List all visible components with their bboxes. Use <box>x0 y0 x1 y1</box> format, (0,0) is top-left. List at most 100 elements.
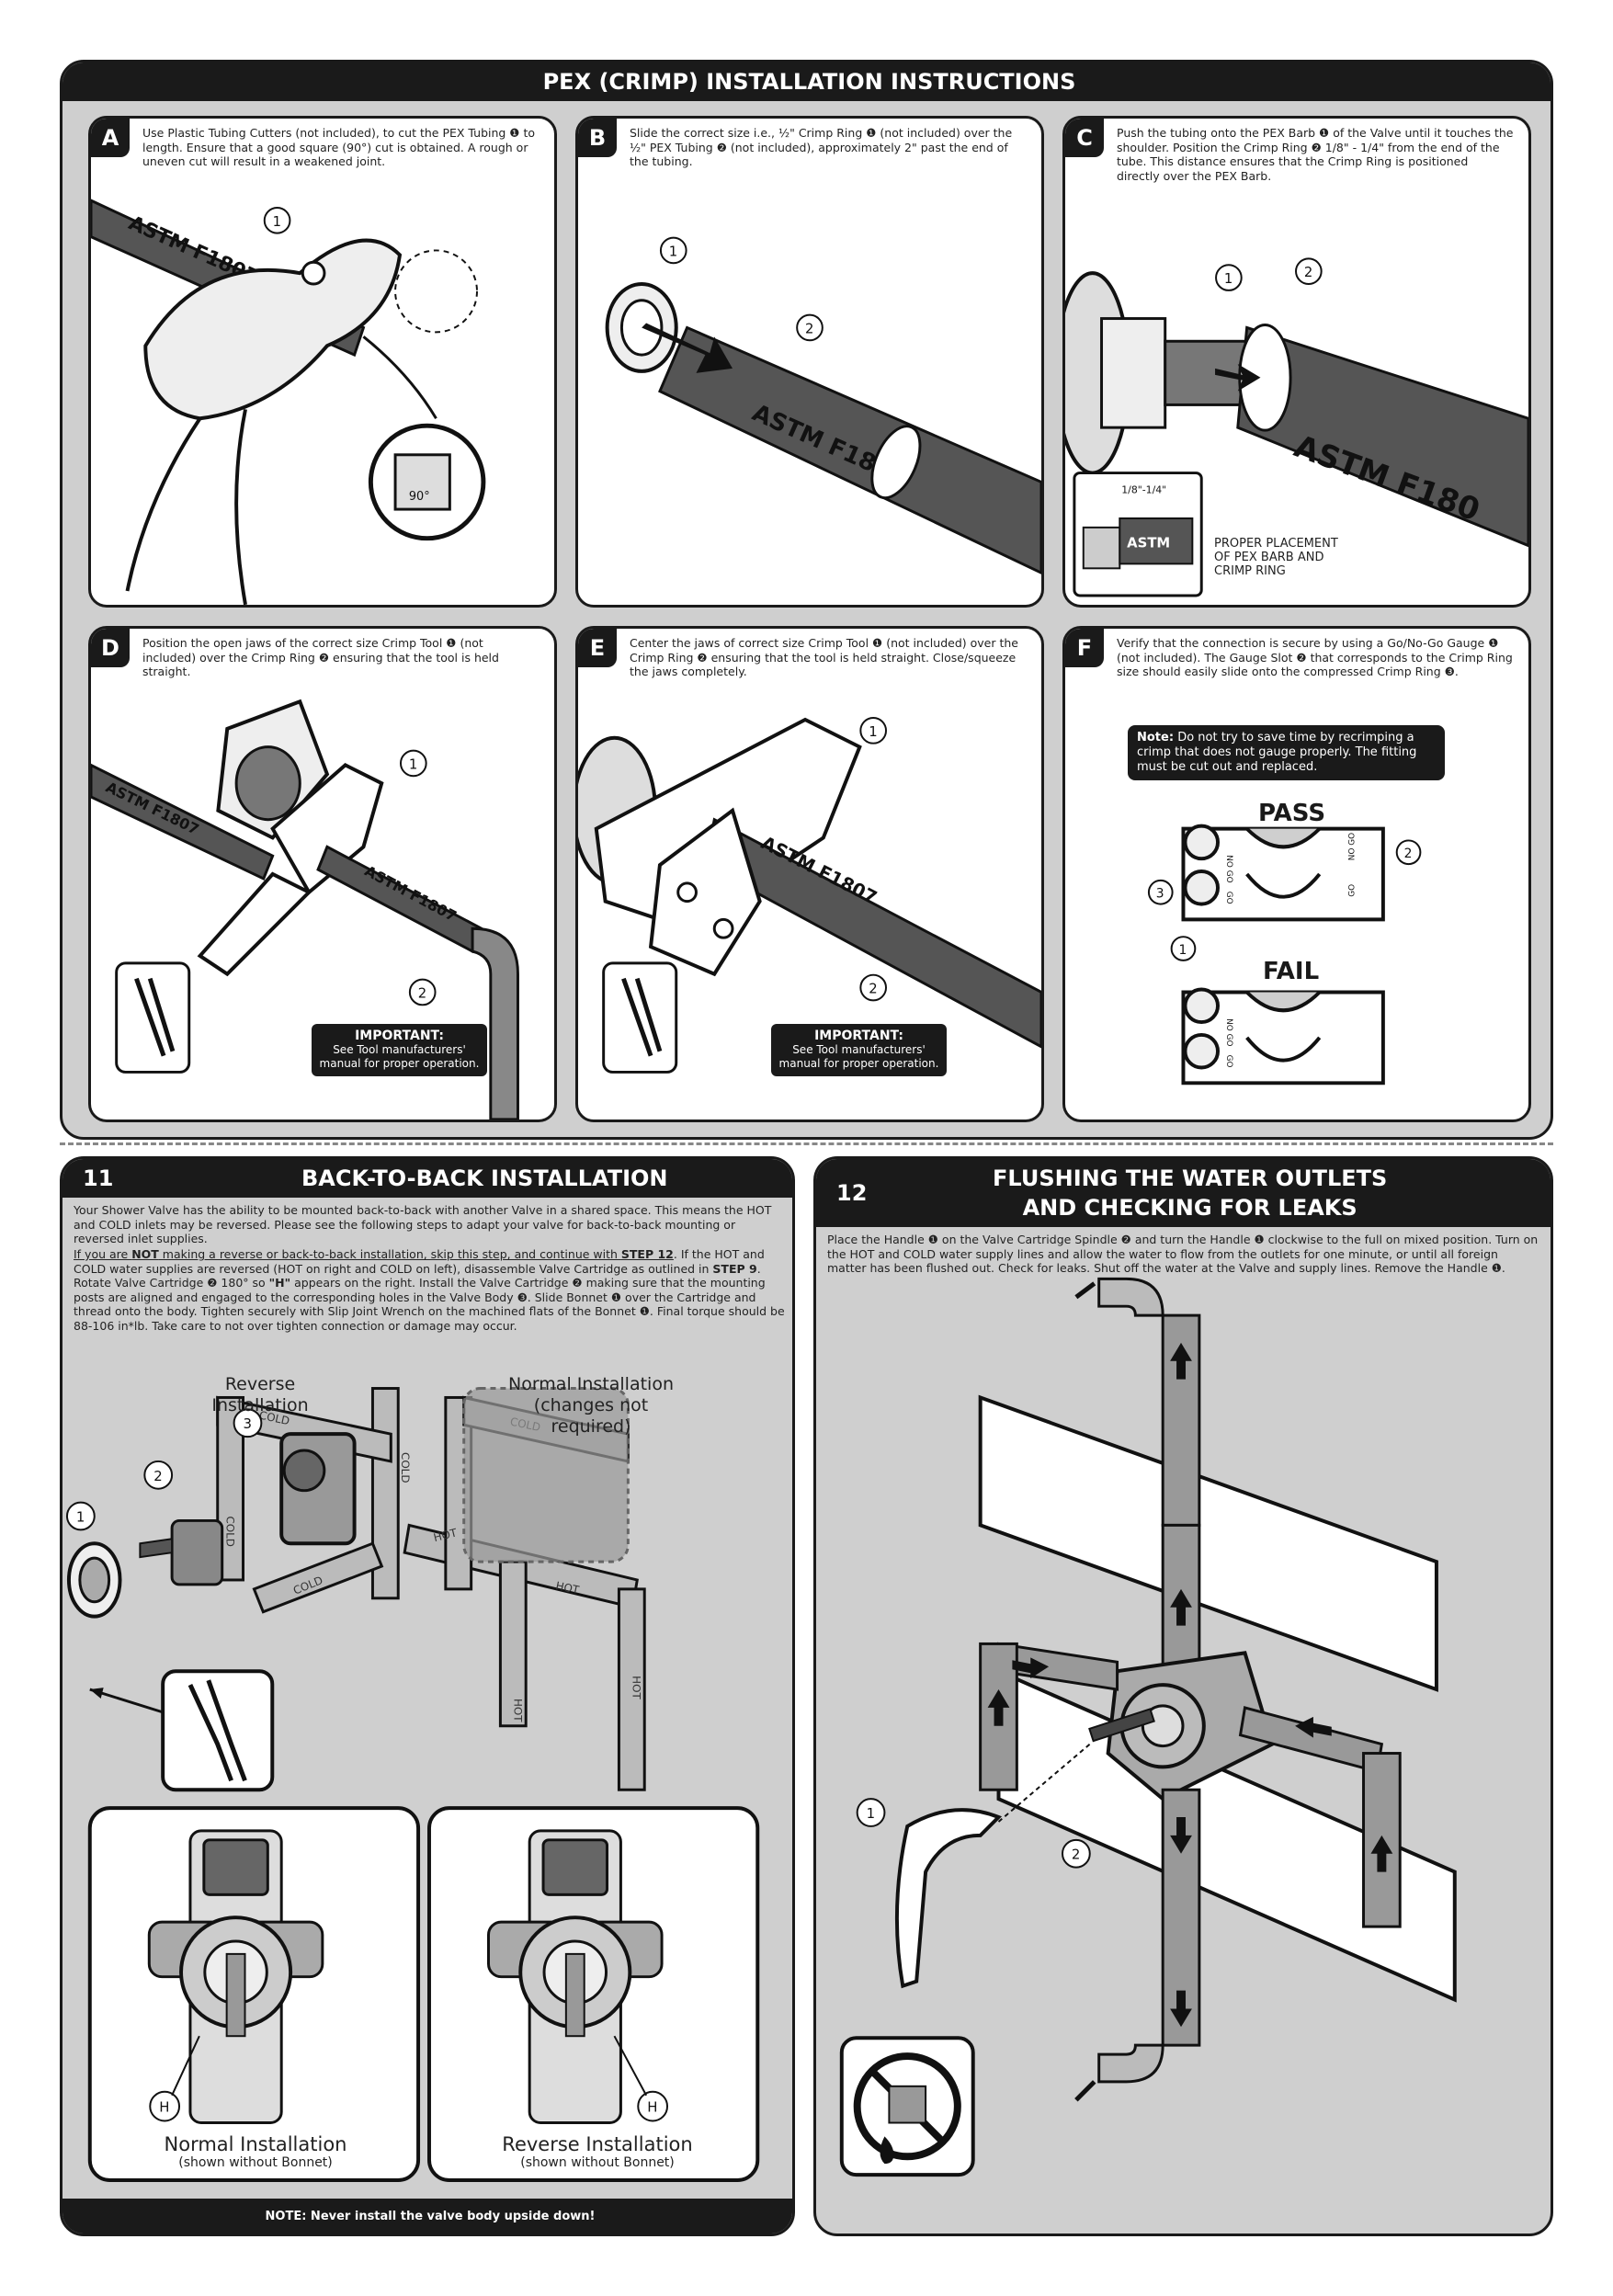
panel-f-note-label: Note: <box>1137 731 1175 744</box>
panel-b-letter: B <box>578 119 617 157</box>
svg-text:HOT: HOT <box>511 1699 524 1722</box>
svg-text:2: 2 <box>1304 265 1312 280</box>
section-12-illustration: 1 2 <box>839 1277 1457 2177</box>
svg-text:NO GO: NO GO <box>1347 833 1357 860</box>
svg-text:1: 1 <box>1179 943 1187 958</box>
panel-d-important-box: IMPORTANT: See Tool manufacturers' manua… <box>312 1024 487 1076</box>
section-11-para1: Your Shower Valve has the ability to be … <box>74 1203 772 1245</box>
section-11-note: NOTE: Never install the valve body upsid… <box>62 2199 792 2233</box>
para2-not: NOT <box>131 1247 159 1261</box>
inset-normal-subtitle: (shown without Bonnet) <box>178 2155 333 2170</box>
para2-e: appears on the right. Install the Valve … <box>74 1276 785 1333</box>
section-12-number: 12 <box>836 1180 868 1206</box>
section-divider <box>60 1142 1553 1145</box>
panel-b: ASTM F1807 1 2 B Slide the correct size … <box>575 116 1044 608</box>
section-11-para2: If you are NOT making a reverse or back-… <box>74 1247 786 1333</box>
panel-f-note-text: Do not try to save time by recrimping a … <box>1137 731 1417 774</box>
section-11-title: BACK-TO-BACK INSTALLATION <box>301 1165 668 1191</box>
section-11: 11 BACK-TO-BACK INSTALLATION Your Shower… <box>60 1156 795 2236</box>
panel-f-note: Note: Do not try to save time by recrimp… <box>1128 725 1445 780</box>
svg-text:2: 2 <box>418 985 426 1001</box>
svg-text:1: 1 <box>409 756 417 772</box>
svg-text:2: 2 <box>805 321 813 336</box>
inset-normal-title: Normal Installation <box>164 2133 347 2155</box>
pex-section-title: PEX (CRIMP) INSTALLATION INSTRUCTIONS <box>62 63 1551 101</box>
panel-a-letter: A <box>91 119 130 157</box>
normal-installation-label: Normal Installation (changes not require… <box>507 1374 675 1437</box>
section-12-title-line2: AND CHECKING FOR LEAKS <box>1022 1195 1357 1221</box>
panel-d-important-body: See Tool manufacturers' manual for prope… <box>319 1043 480 1070</box>
svg-text:COLD: COLD <box>399 1452 412 1483</box>
section-11-header: 11 BACK-TO-BACK INSTALLATION <box>62 1159 792 1198</box>
panel-c-text: Push the tubing onto the PEX Barb ❶ of t… <box>1117 126 1514 183</box>
svg-text:3: 3 <box>1156 887 1164 902</box>
panel-a: ASTM F1807 90° 1 A Use Plastic Tubing Cu… <box>88 116 557 608</box>
svg-text:GO: GO <box>1347 884 1357 897</box>
panel-d-illustration: ASTM F1807 ASTM F1807 1 2 <box>91 699 519 1120</box>
para2-step12: STEP 12 <box>620 1247 674 1261</box>
fail-label: FAIL <box>1263 958 1320 985</box>
svg-text:H: H <box>647 2099 657 2116</box>
para2-d: . Rotate Valve Cartridge ❷ 180° so <box>74 1261 761 1290</box>
para2-c: . If the HOT and COLD water supplies are… <box>74 1247 765 1276</box>
section-12: 12 FLUSHING THE WATER OUTLETS AND CHECKI… <box>813 1156 1553 2236</box>
svg-text:NO GO: NO GO <box>1224 855 1233 882</box>
panel-e-illustration: ASTM F1807 1 2 <box>578 717 1041 1074</box>
panel-e-important-box: IMPORTANT: See Tool manufacturers' manua… <box>771 1024 947 1076</box>
panel-e-text: Center the jaws of correct size Crimp To… <box>630 636 1018 678</box>
svg-text:1/8"-1/4": 1/8"-1/4" <box>1121 483 1166 495</box>
svg-text:COLD: COLD <box>258 1409 291 1428</box>
svg-text:2: 2 <box>1404 847 1413 861</box>
svg-text:NO GO: NO GO <box>1224 1018 1233 1046</box>
panel-a-text: Use Plastic Tubing Cutters (not included… <box>142 126 536 168</box>
para2-b: making a reverse or back-to-back install… <box>158 1247 621 1261</box>
panel-d: ASTM F1807 ASTM F1807 1 2 D Position the… <box>88 626 557 1122</box>
panel-c-letter: C <box>1065 119 1104 157</box>
svg-text:2: 2 <box>869 981 877 996</box>
inset-reverse-title: Reverse Installation <box>502 2133 693 2155</box>
svg-text:HOT: HOT <box>554 1579 581 1597</box>
svg-text:GO: GO <box>1224 892 1233 904</box>
panel-f-text: Verify that the connection is secure by … <box>1117 636 1513 678</box>
section-11-number: 11 <box>83 1165 114 1191</box>
svg-text:1: 1 <box>869 724 877 740</box>
reverse-installation-label: Reverse Installation <box>211 1374 309 1415</box>
svg-text:HOT: HOT <box>630 1676 642 1699</box>
panel-d-text: Position the open jaws of the correct si… <box>142 636 499 678</box>
para2-a: If you are <box>74 1247 132 1261</box>
panel-a-illustration: ASTM F1807 90° 1 <box>91 199 486 605</box>
section-12-title: FLUSHING THE WATER OUTLETS AND CHECKING … <box>993 1164 1387 1222</box>
panel-f-gauge-illustration: NO GO GO NO GO GO NO GO GO 2 3 1 <box>1147 824 1422 1085</box>
svg-text:H: H <box>159 2099 169 2116</box>
panel-e: ASTM F1807 1 2 E Center the jaws of corr… <box>575 626 1044 1122</box>
pex-section: PEX (CRIMP) INSTALLATION INSTRUCTIONS AS… <box>60 60 1553 1140</box>
svg-text:1: 1 <box>1224 271 1232 287</box>
svg-text:90°: 90° <box>409 490 430 504</box>
svg-text:ASTM: ASTM <box>1127 536 1170 551</box>
panel-d-important-title: IMPORTANT: <box>355 1029 444 1043</box>
svg-text:1: 1 <box>669 244 677 259</box>
panel-b-text: Slide the correct size i.e., ½" Crimp Ri… <box>630 126 1013 168</box>
section-12-header: 12 FLUSHING THE WATER OUTLETS AND CHECKI… <box>816 1159 1551 1227</box>
section-11-illustration: COLD COLD HOT COLD HOT HOT HOT COLD COLD… <box>65 1387 760 2183</box>
svg-text:HOT: HOT <box>432 1526 459 1544</box>
svg-text:2: 2 <box>1072 1847 1080 1863</box>
svg-text:COLD: COLD <box>224 1516 237 1547</box>
panel-c-illustration: ASTM F180 1 2 ASTM 1/8"-1/4" <box>1065 257 1528 597</box>
panel-e-important-body: See Tool manufacturers' manual for prope… <box>778 1043 939 1070</box>
svg-text:3: 3 <box>244 1415 252 1432</box>
section-12-text: Place the Handle ❶ on the Valve Cartridg… <box>827 1233 1539 1275</box>
para2-step9: STEP 9 <box>712 1261 757 1276</box>
panel-c: ASTM F180 1 2 ASTM 1/8"-1/4" C Push the … <box>1062 116 1531 608</box>
inset-reverse-subtitle: (shown without Bonnet) <box>520 2155 675 2170</box>
svg-text:1: 1 <box>273 214 281 230</box>
svg-text:2: 2 <box>153 1468 162 1484</box>
panel-f-letter: F <box>1065 629 1104 667</box>
panel-e-important-title: IMPORTANT: <box>814 1029 903 1043</box>
panel-f: F Verify that the connection is secure b… <box>1062 626 1531 1122</box>
section-12-title-line1: FLUSHING THE WATER OUTLETS <box>993 1165 1388 1191</box>
para2-h: "H" <box>268 1276 291 1290</box>
svg-text:GO: GO <box>1224 1055 1233 1068</box>
panel-e-letter: E <box>578 629 617 667</box>
panel-b-illustration: ASTM F1807 1 2 <box>605 236 1041 574</box>
